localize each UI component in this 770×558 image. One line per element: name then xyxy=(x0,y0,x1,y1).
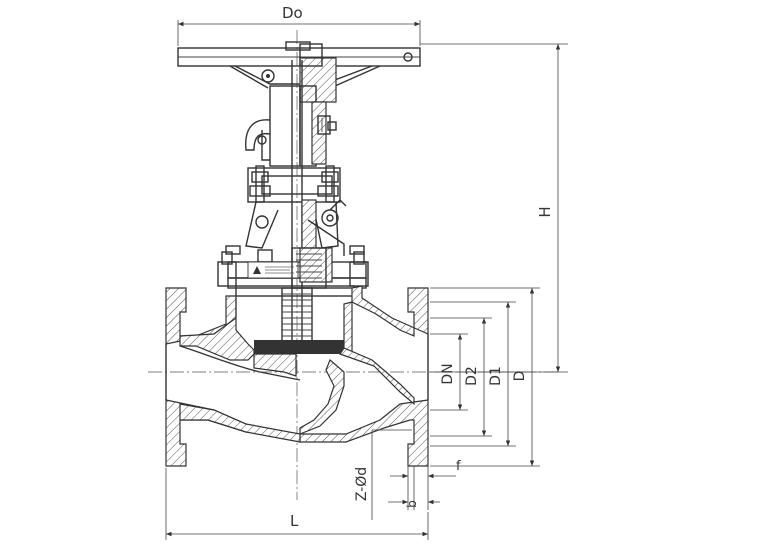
dim-diameters: DN D2 D1 D xyxy=(430,287,540,467)
bellows xyxy=(281,247,327,345)
disc xyxy=(254,340,344,354)
label-zd: Z-Ød xyxy=(354,467,370,501)
label-d1: D1 xyxy=(488,366,504,386)
yoke-body xyxy=(245,165,347,249)
label-do: Do xyxy=(282,4,303,22)
handwheel xyxy=(177,41,421,103)
bonnet xyxy=(217,219,369,297)
dim-bolt-flange: Z-Ød f b xyxy=(354,429,461,520)
valve-body xyxy=(165,285,429,467)
label-f: f xyxy=(456,459,461,474)
dim-do: Do xyxy=(177,4,421,46)
center-lines xyxy=(148,30,560,500)
dim-h: H xyxy=(420,43,568,373)
label-d2: D2 xyxy=(464,366,480,386)
label-b: b xyxy=(405,500,419,508)
label-dn: DN xyxy=(440,363,456,384)
yoke-upper xyxy=(245,85,337,167)
dim-l: L xyxy=(165,468,429,540)
label-h: H xyxy=(536,206,554,217)
label-d: D xyxy=(512,371,528,382)
label-l: L xyxy=(290,512,299,530)
